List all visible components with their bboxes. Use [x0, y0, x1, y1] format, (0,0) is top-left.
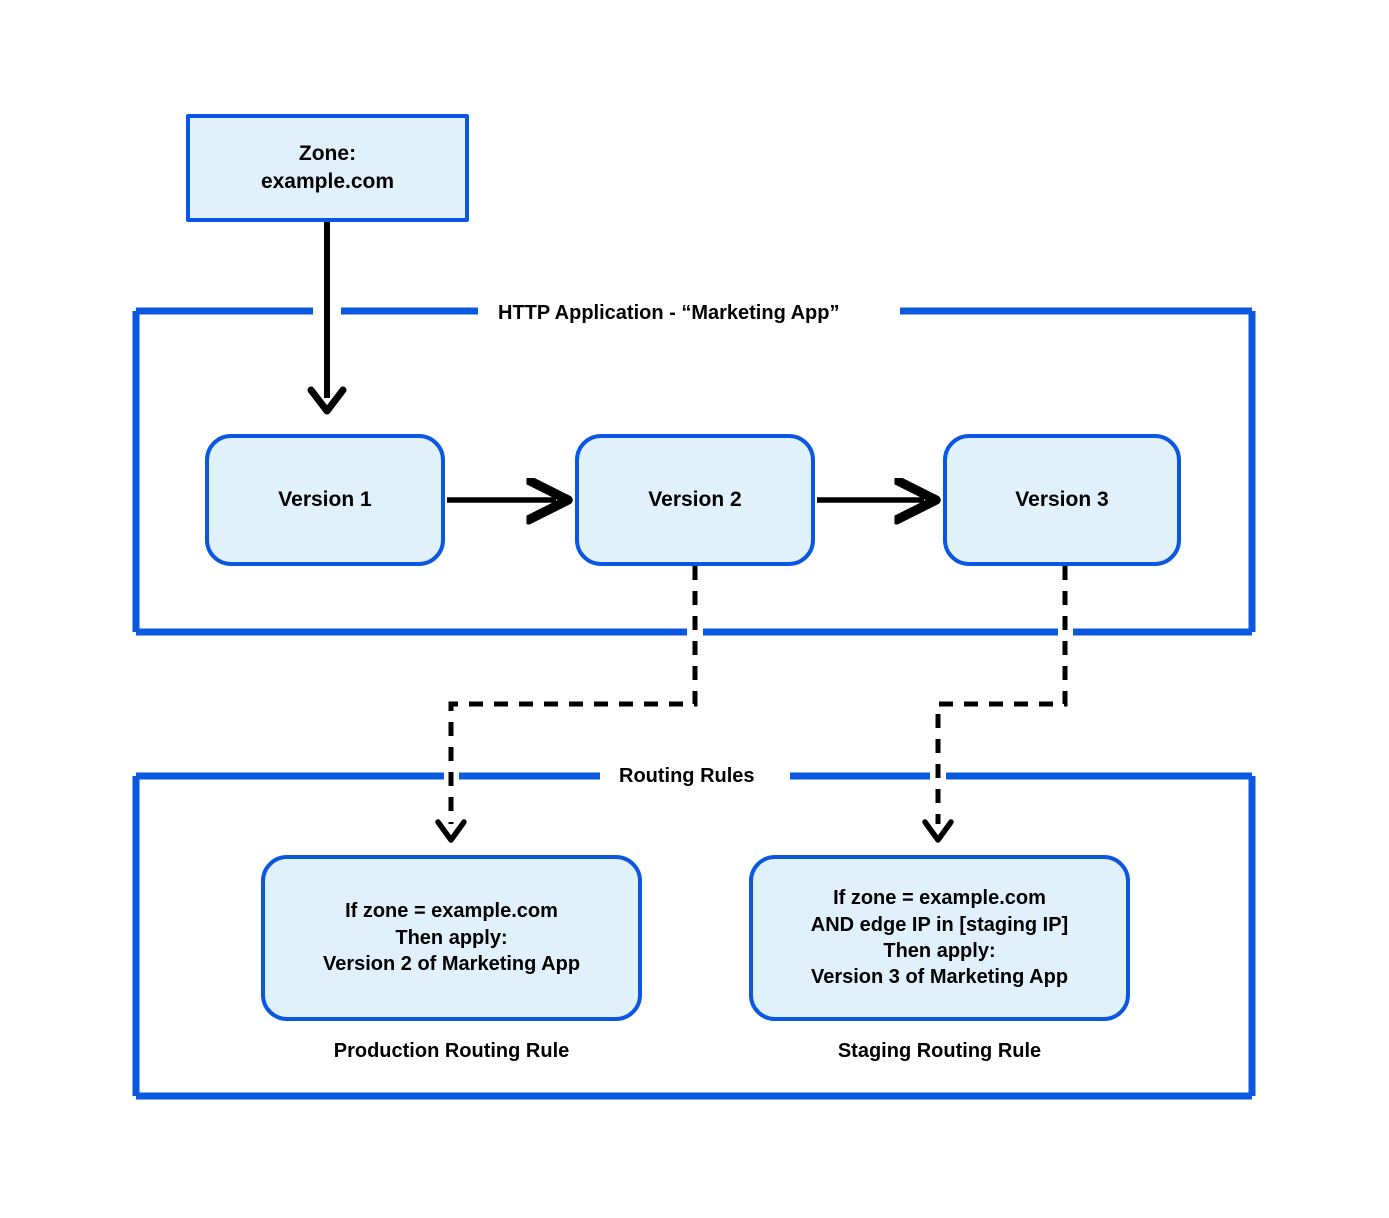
- arrowhead-version-2-to-production-rule: [435, 819, 467, 843]
- connector-version-3-to-staging-rule: [935, 566, 1068, 824]
- production-routing-rule-caption: Production Routing Rule: [333, 1040, 570, 1062]
- arrowhead-zone-to-version-1: [307, 386, 347, 415]
- production-routing-rule-node[interactable]: If zone = example.com Then apply: Versio…: [261, 855, 642, 1021]
- staging-routing-rule-node[interactable]: If zone = example.com AND edge IP in [st…: [749, 855, 1130, 1021]
- arrowhead-version-3-to-staging-rule: [922, 819, 954, 843]
- http-application-group-frame: [132, 307, 1256, 636]
- version-3-node[interactable]: Version 3: [943, 434, 1181, 566]
- routing-rules-group-label: Routing Rules: [605, 763, 769, 789]
- routing-rules-group-frame: [132, 772, 1256, 1100]
- version-2-node[interactable]: Version 2: [575, 434, 815, 566]
- http-application-group-label: HTTP Application - “Marketing App”: [484, 300, 854, 326]
- connector-version-2-to-production-rule: [448, 566, 698, 824]
- staging-routing-rule-caption: Staging Routing Rule: [837, 1040, 1042, 1062]
- zone-node[interactable]: Zone: example.com: [186, 114, 469, 222]
- version-1-node[interactable]: Version 1: [205, 434, 445, 566]
